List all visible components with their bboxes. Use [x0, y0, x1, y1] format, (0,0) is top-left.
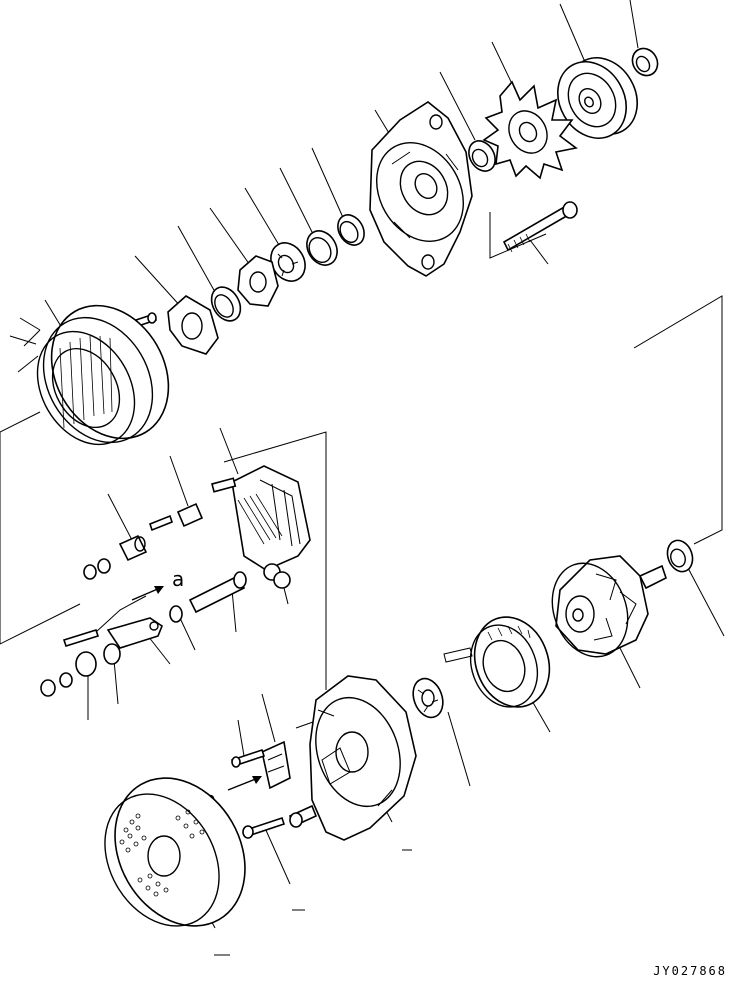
- slip-ring-collector: [412, 677, 444, 719]
- pulley: [557, 57, 638, 139]
- rear-cover: [104, 777, 246, 927]
- pulley-nut: [631, 47, 659, 77]
- bearing-cover-plate: [237, 255, 279, 307]
- seal-ring-1: [337, 214, 365, 246]
- cover-vent-holes: [119, 809, 205, 897]
- through-bolt: [502, 201, 578, 253]
- drive-end-housing: [369, 101, 473, 277]
- reference-arrow-upper: a: [131, 567, 184, 601]
- terminal-sleeve: [118, 534, 148, 562]
- drawing-code: JY027868: [653, 964, 727, 978]
- bracket-bolt: [62, 595, 147, 647]
- terminal-nuts: [40, 643, 121, 697]
- rotor: [551, 555, 667, 658]
- connecting-bracket: [106, 617, 163, 649]
- reference-mark-a-upper: a: [172, 567, 184, 591]
- slip-ring-end-housing: [309, 675, 417, 841]
- bearing-retainer-plate: [167, 295, 219, 355]
- rotor-bearing: [666, 539, 694, 573]
- small-nut-1: [83, 558, 111, 580]
- retainer-ring: [210, 286, 242, 322]
- terminal-bolt: [188, 563, 291, 614]
- spacer-collar: [468, 140, 496, 172]
- mounting-bolt: [242, 816, 286, 839]
- rectifier-assembly: [211, 465, 311, 571]
- bearing-retainer: [443, 616, 551, 708]
- brush-holder: [261, 740, 291, 790]
- stator: [9, 304, 170, 446]
- washer: [169, 605, 183, 623]
- cooling-fan: [482, 80, 578, 180]
- flange-nut: [288, 804, 318, 828]
- spacer-bushing: [149, 502, 204, 532]
- brush-holder-screw: [230, 748, 266, 768]
- seal-ring-2: [306, 230, 338, 266]
- bearing: [270, 242, 306, 282]
